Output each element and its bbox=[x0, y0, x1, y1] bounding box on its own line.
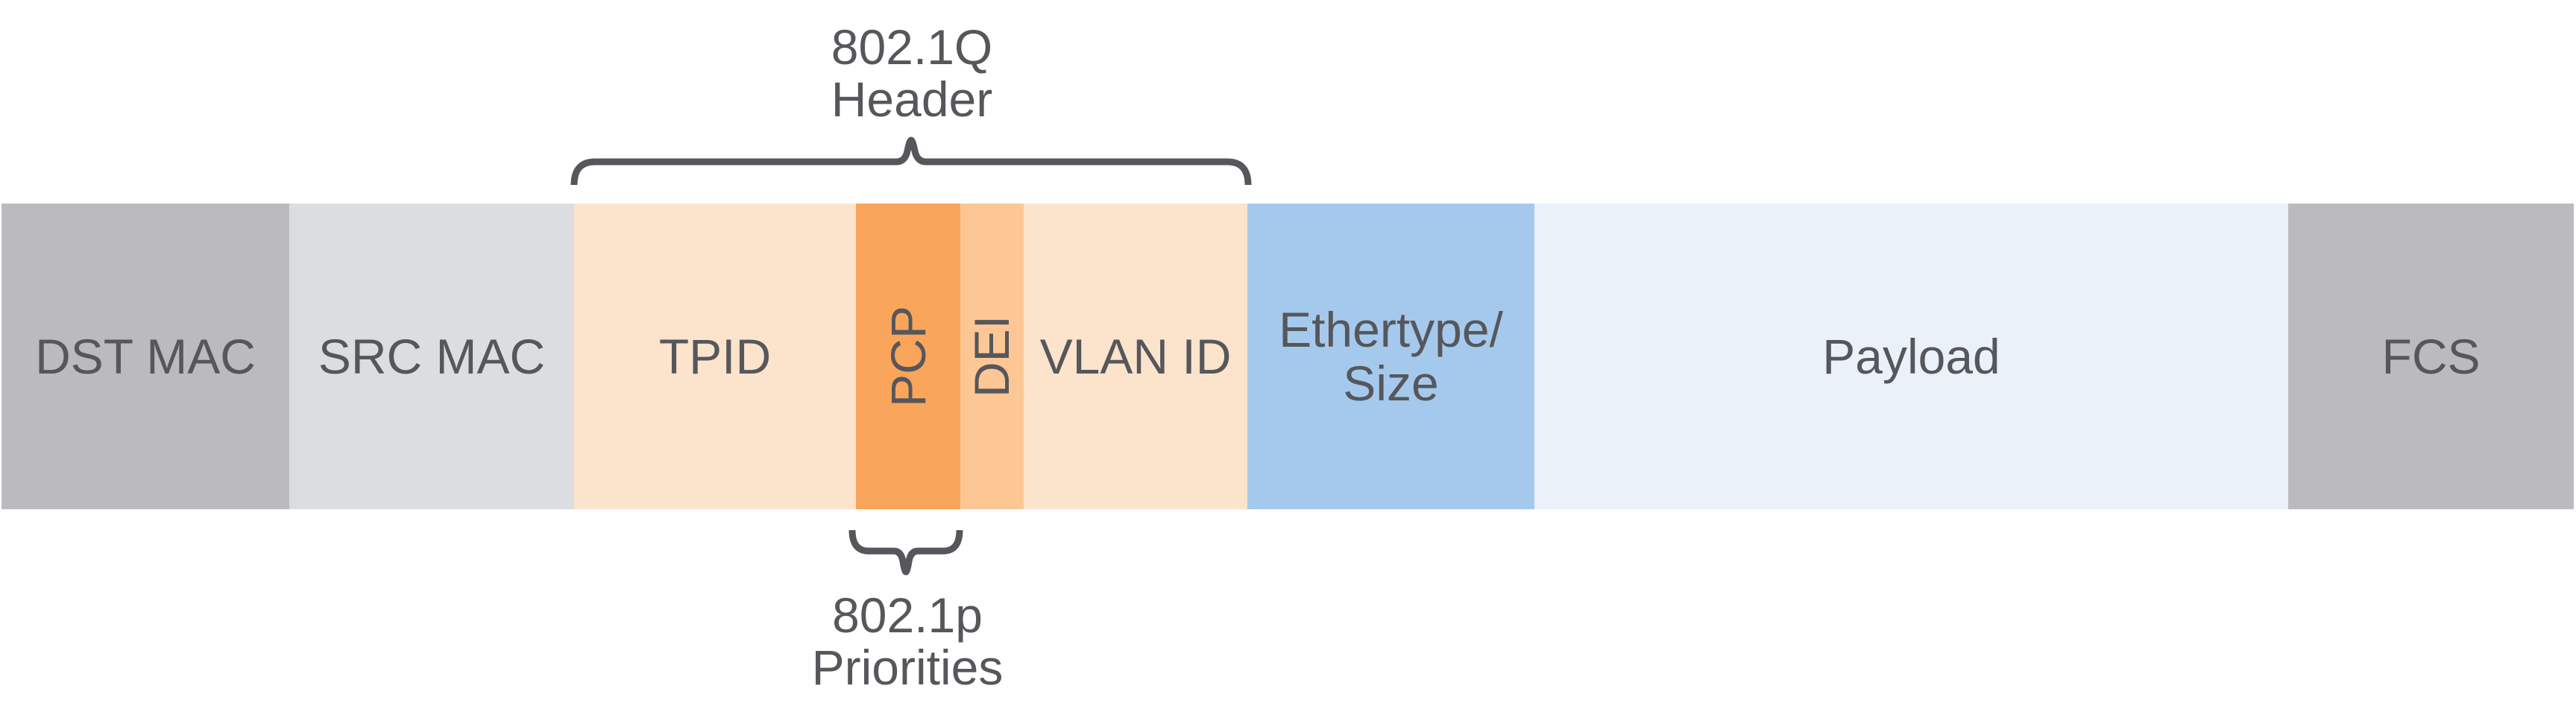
segment-label-line: VLAN ID bbox=[1039, 329, 1232, 384]
segment-label-line: PCP bbox=[881, 306, 936, 407]
segment-fcs-label: FCS bbox=[2382, 330, 2481, 383]
segment-dst-mac-label: DST MAC bbox=[35, 330, 256, 383]
segment-vlan-id-label: VLAN ID bbox=[1040, 330, 1232, 383]
segment-fcs: FCS bbox=[2288, 204, 2574, 509]
segment-ethertype-size: Ethertype/ Size bbox=[1247, 204, 1534, 509]
segment-src-mac-label: SRC MAC bbox=[318, 330, 545, 383]
segment-dei: DEI bbox=[960, 204, 1024, 509]
annotation-line-1: 802.1Q bbox=[831, 19, 993, 75]
segment-label-line: Size bbox=[1343, 356, 1439, 411]
segment-payload: Payload bbox=[1534, 204, 2288, 509]
segment-label-line: TPID bbox=[658, 329, 772, 384]
segment-label-line: SRC MAC bbox=[318, 329, 546, 384]
brace-802-1p-priorities bbox=[848, 529, 963, 576]
segment-label-line: FCS bbox=[2381, 329, 2481, 384]
segment-pcp: PCP bbox=[856, 204, 960, 509]
segment-label-line: Ethertype/ bbox=[1279, 302, 1503, 357]
segment-tpid: TPID bbox=[574, 204, 856, 509]
segment-dei-label: DEI bbox=[964, 315, 1020, 398]
segment-tpid-label: TPID bbox=[659, 330, 771, 383]
brace-802-1q-header bbox=[570, 136, 1252, 186]
annotation-line-1: 802.1p bbox=[832, 588, 983, 643]
annotation-line-2: Priorities bbox=[811, 640, 1004, 695]
annotation-line-2: Header bbox=[831, 72, 993, 127]
annotation-802-1p-priorities: 802.1p Priorities bbox=[812, 589, 1004, 693]
segment-label-line: DST MAC bbox=[35, 329, 256, 384]
segment-label-line: Payload bbox=[1822, 329, 2000, 384]
segment-dst-mac: DST MAC bbox=[1, 204, 289, 509]
segment-pcp-label: PCP bbox=[881, 306, 936, 407]
annotation-802-1q-header: 802.1Q Header bbox=[831, 21, 993, 125]
segment-vlan-id: VLAN ID bbox=[1024, 204, 1247, 509]
segment-label-line: DEI bbox=[964, 315, 1020, 398]
segment-src-mac: SRC MAC bbox=[289, 204, 574, 509]
segment-payload-label: Payload bbox=[1822, 330, 2000, 383]
segment-ethertype-size-label: Ethertype/ Size bbox=[1279, 303, 1503, 410]
